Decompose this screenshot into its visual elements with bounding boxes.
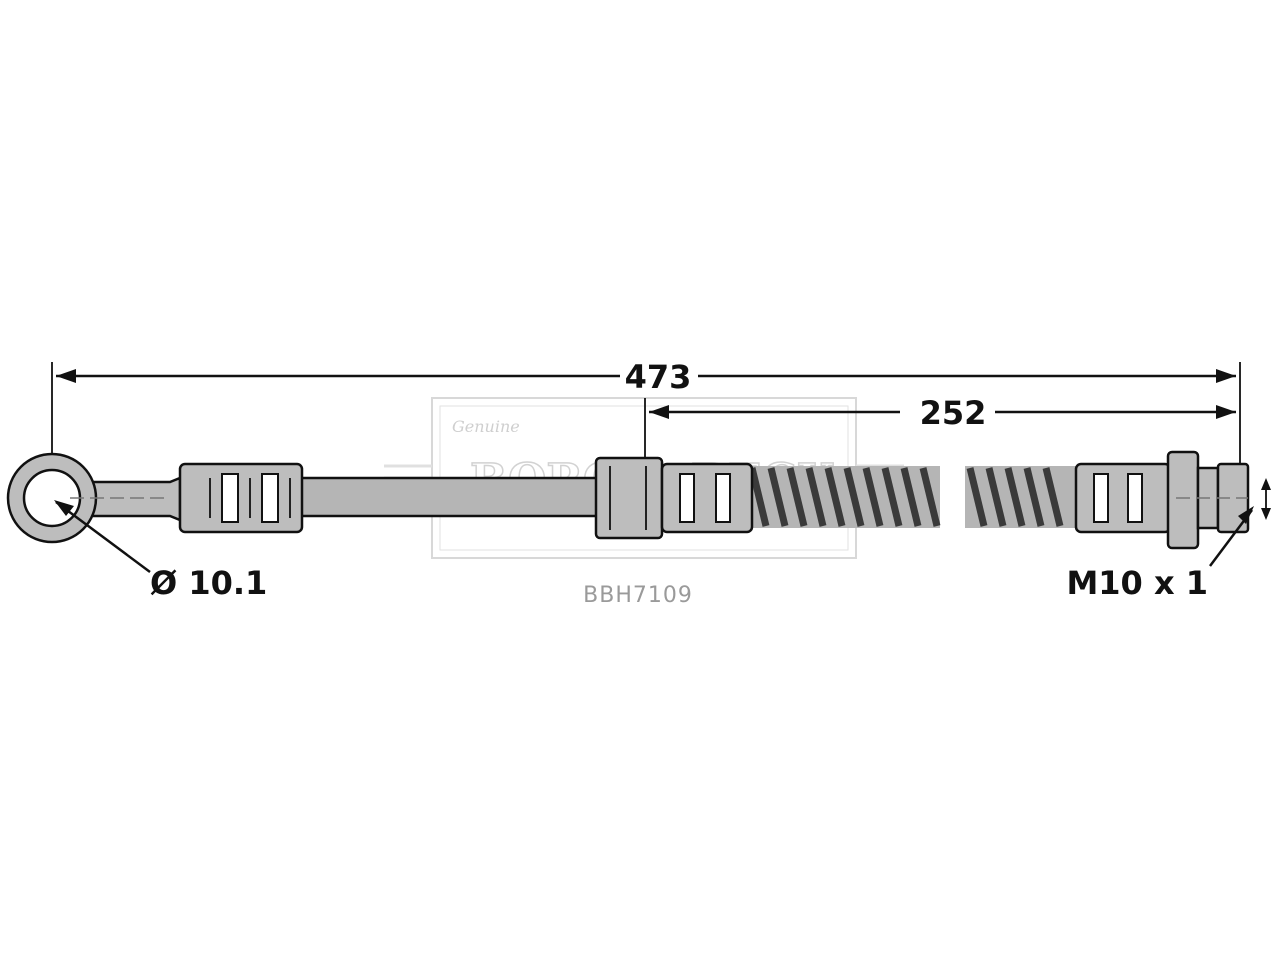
spring-coil — [1042, 467, 1064, 527]
spring-coil — [881, 467, 903, 527]
spring-coil — [767, 467, 789, 527]
partial-length-label: 252 — [920, 394, 987, 432]
spring-coil — [966, 467, 988, 527]
spring-guard — [745, 466, 1077, 528]
extension-lines — [51, 362, 1241, 470]
overall-length-label: 473 — [625, 358, 692, 396]
middle-ferrule — [594, 456, 754, 540]
spring-coil — [1023, 467, 1045, 527]
hose-body — [300, 476, 600, 518]
thread-leader: M10 x 1 — [1066, 506, 1254, 602]
spring-coil — [824, 467, 846, 527]
partial-length-dimension: 252 — [649, 394, 1236, 432]
spring-coil — [985, 467, 1007, 527]
spring-coil — [843, 467, 865, 527]
thread-label: M10 x 1 — [1066, 564, 1208, 602]
spring-coil — [805, 467, 827, 527]
spring-coil — [919, 467, 941, 527]
spring-coil — [748, 467, 770, 527]
part-number: BBH7109 — [583, 583, 693, 608]
spring-coil — [786, 467, 808, 527]
left-ferrule — [178, 462, 304, 534]
eye-diameter-label: Ø 10.1 — [150, 564, 267, 602]
overall-length-dimension: 473 — [56, 358, 1236, 396]
spring-coil — [862, 467, 884, 527]
spring-coil — [1004, 467, 1026, 527]
thread-height-marker — [1261, 478, 1271, 520]
spring-coil — [900, 467, 922, 527]
eye-diameter-leader: Ø 10.1 — [54, 500, 267, 602]
right-ferrule — [1074, 450, 1250, 550]
watermark-script: Genuine — [452, 417, 520, 436]
